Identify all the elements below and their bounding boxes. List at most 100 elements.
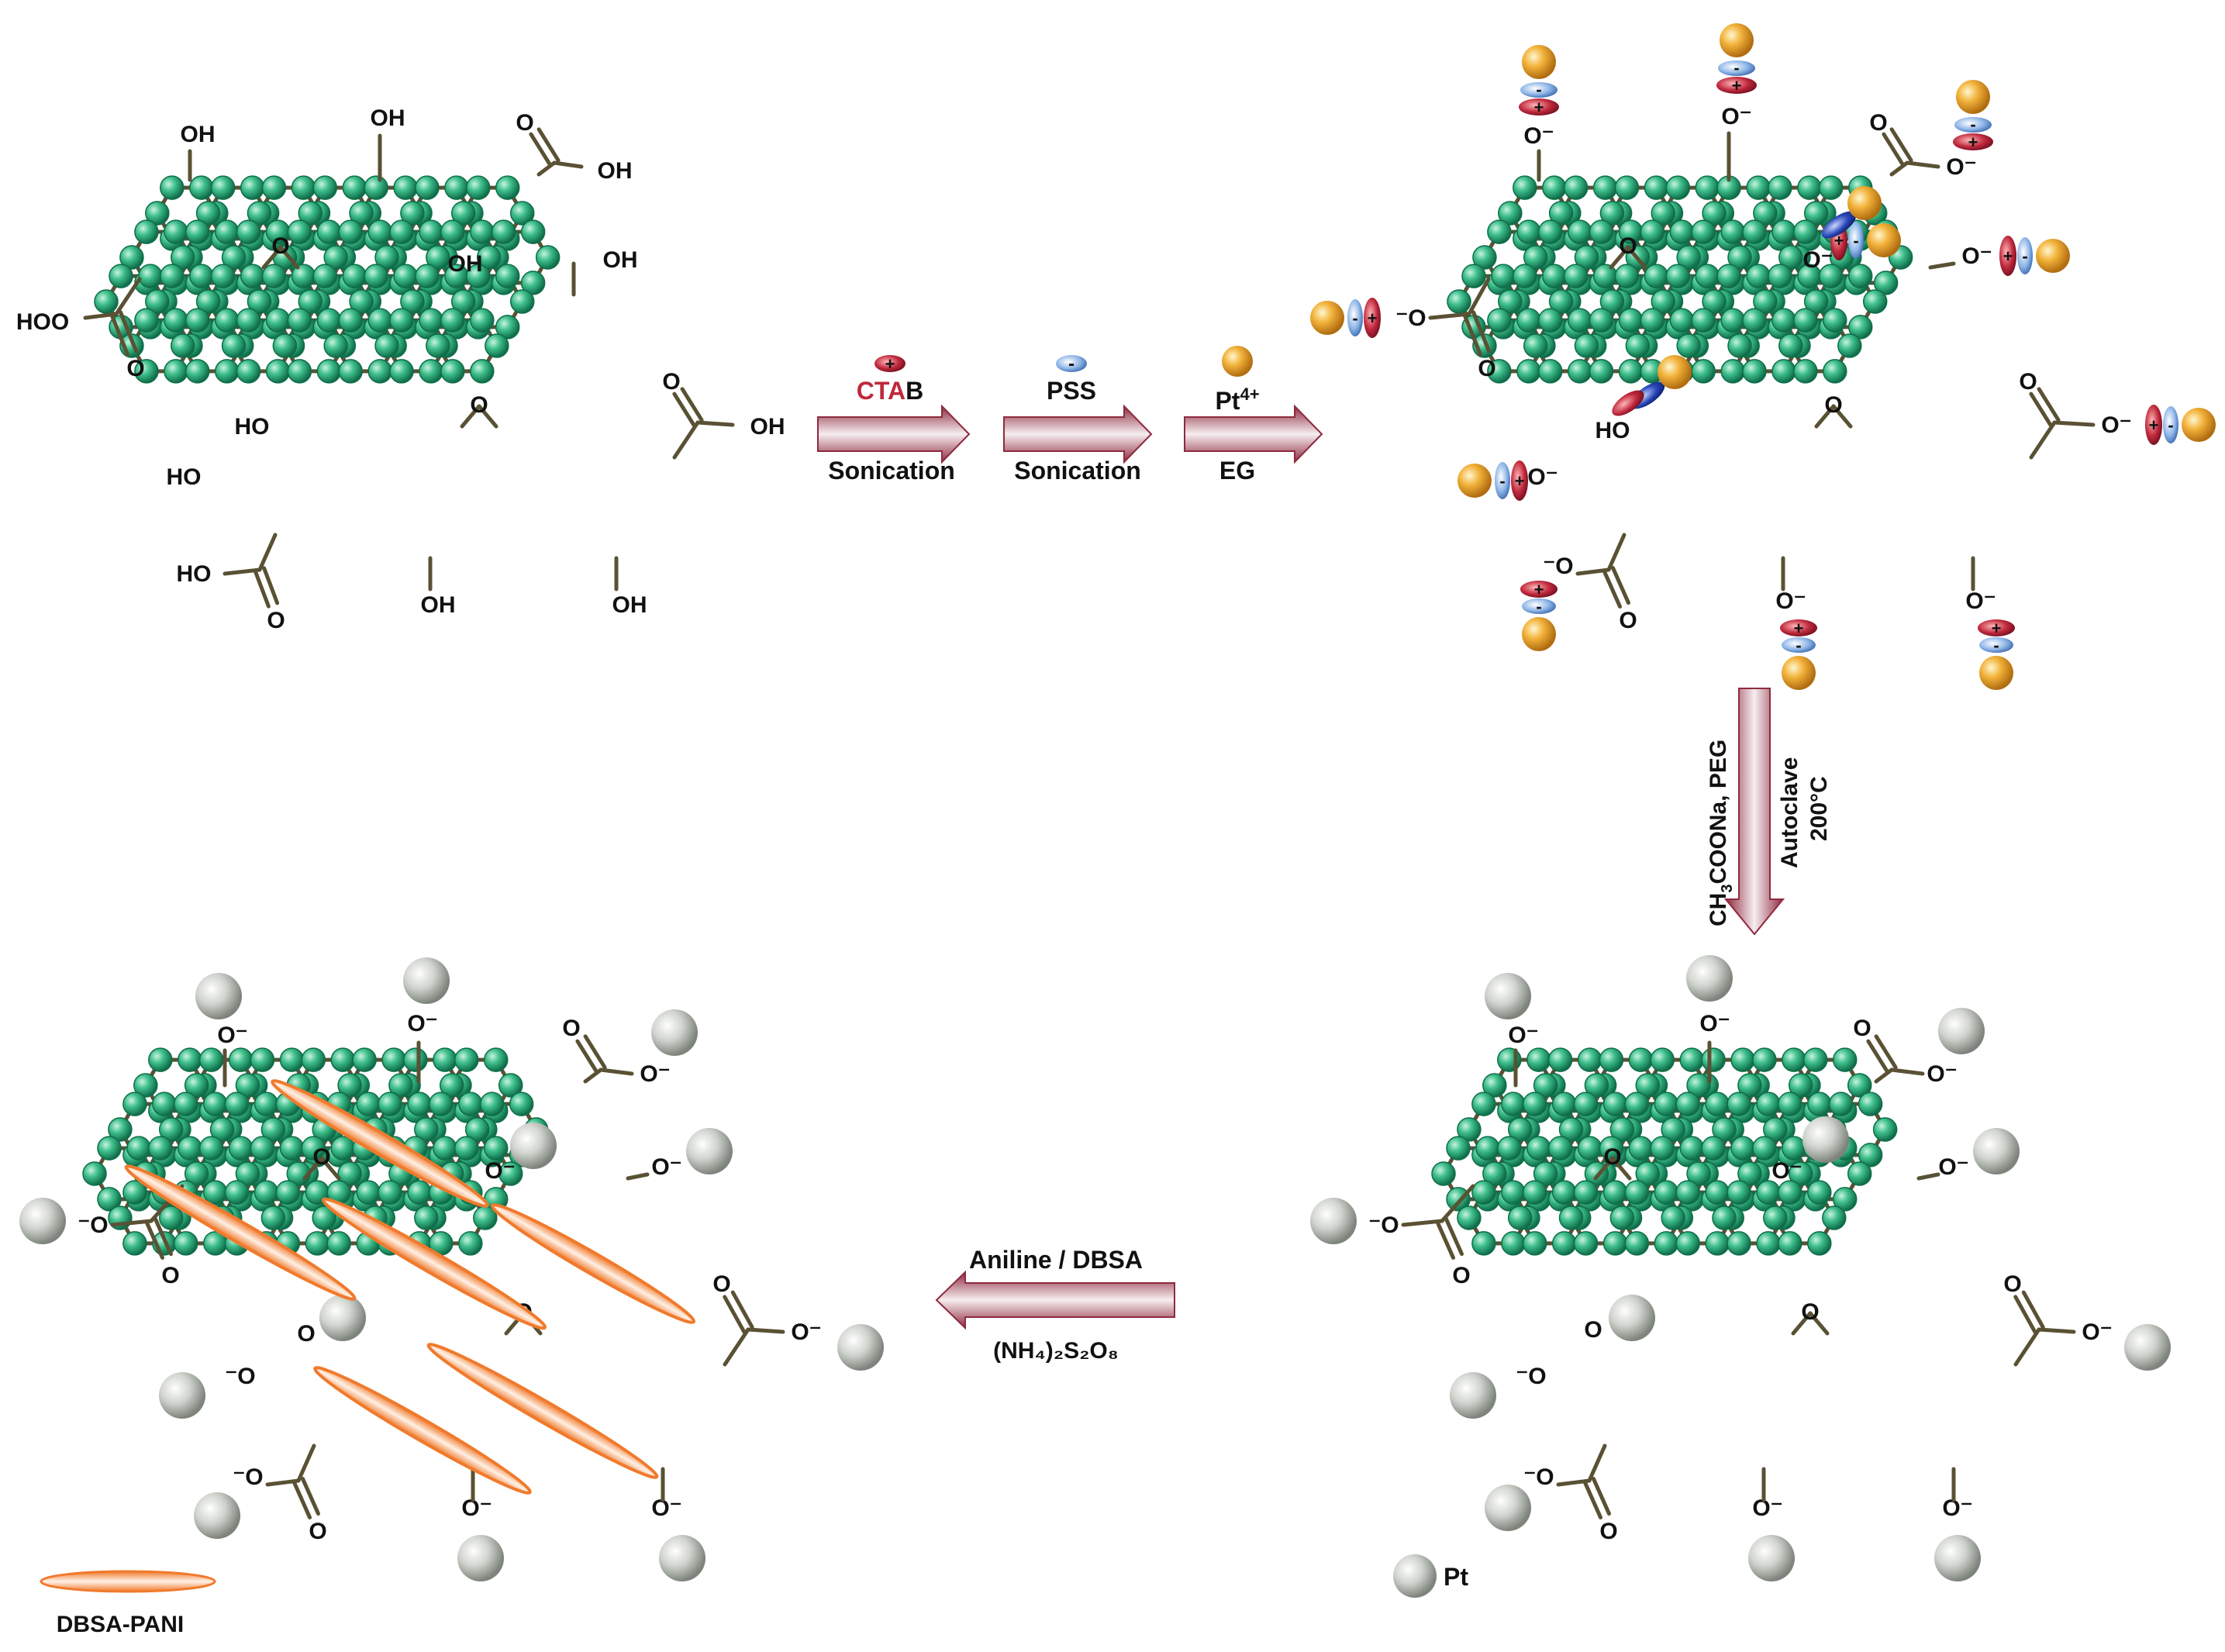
carbonyl-oxygen: O (662, 369, 680, 395)
carbon-atom (1624, 1231, 1650, 1256)
carbon-atom (260, 1205, 286, 1230)
ion-pair: +- (1953, 80, 1993, 152)
carbon-atom (148, 1047, 173, 1072)
bond (626, 1172, 650, 1181)
carbon-atom (323, 245, 348, 270)
temperature-label: 200°C (1806, 776, 1832, 841)
pt-particle (1720, 23, 1754, 57)
carbon-atom (164, 308, 188, 333)
carbon-atom (356, 1180, 381, 1205)
carbon-atom (1768, 264, 1792, 288)
carbon-atom (389, 359, 414, 384)
carbon-atom (479, 1092, 505, 1116)
carbon-atom (240, 175, 265, 200)
oxide-label: O⁻ (2101, 412, 2131, 438)
pss-anion-icon (1347, 299, 1363, 336)
double-bond (1591, 1477, 1611, 1516)
carbon-atom (260, 1117, 286, 1142)
pt-particle (2124, 1324, 2171, 1371)
epoxide-bond (278, 245, 300, 270)
carbon-atom (1577, 1047, 1602, 1072)
carbon-atom (235, 1161, 260, 1186)
double-bond (1444, 1217, 1464, 1257)
carbon-atom (1602, 1092, 1628, 1116)
carbon-atom (1558, 1117, 1584, 1142)
carbon-atom (1727, 245, 1752, 270)
carbonyl-oxygen: O (267, 608, 285, 633)
pt-particle (1802, 1116, 1849, 1163)
bond (2052, 420, 2096, 427)
carbon-atom (414, 1205, 439, 1230)
carbon-atom (407, 1180, 432, 1205)
carbon-atom (450, 289, 476, 314)
pt-particle (1522, 45, 1556, 79)
carbon-atom (82, 1161, 107, 1186)
carbon-atom (338, 359, 363, 384)
pss-anion-icon (1782, 637, 1816, 653)
pt-particle (2036, 239, 2070, 273)
carbon-atom (1644, 264, 1669, 288)
arrow-step-pt: Pt4+ EG (1184, 346, 1323, 485)
carbon-atom (1551, 1180, 1577, 1205)
carbon-atom (520, 271, 546, 295)
carbon-atom (1567, 359, 1592, 384)
double-bond (2029, 391, 2053, 427)
pt-particle (1938, 1008, 1985, 1054)
oxide-label: O⁻ (791, 1319, 821, 1345)
pani-rod (271, 1079, 489, 1208)
carbon-atom (1828, 1092, 1854, 1116)
epoxide-oxygen: O (1801, 1299, 1819, 1325)
epoxide-bond (477, 404, 498, 429)
carbon-atom (221, 333, 247, 358)
pss-anion-charge: - (1068, 354, 1075, 374)
carbon-atom (122, 1180, 147, 1205)
carbon-atom (1457, 1205, 1482, 1230)
carbon-atom (1567, 219, 1592, 244)
carbon-atom (1720, 219, 1745, 244)
oxide-label: O⁻ (217, 1023, 247, 1048)
ion-pair: +- (2145, 405, 2216, 445)
carbon-atom (1807, 1231, 1832, 1256)
double-bond (1874, 1034, 1898, 1070)
oxide-label: O⁻ (651, 1154, 681, 1180)
carbon-atom (1763, 1117, 1788, 1142)
hydroxyl-label: OH (371, 105, 405, 131)
carbon-atom (342, 175, 367, 200)
carbon-atom (1746, 175, 1771, 200)
carbon-atom (1522, 1180, 1547, 1205)
bond (1467, 277, 1491, 316)
ctab-cation-icon (1364, 298, 1381, 338)
reaction-arrow-5 (935, 1270, 1175, 1330)
carbon-atom (464, 1117, 490, 1142)
carbon-atom (1526, 1136, 1551, 1161)
carbon-atom (1526, 1047, 1551, 1072)
cation-charge: + (2003, 247, 2013, 266)
double-bond (2037, 387, 2061, 422)
carbon-atom (498, 1161, 523, 1186)
carbon-atom (1574, 333, 1599, 358)
bond (672, 420, 700, 460)
carbonyl-oxygen: O (516, 110, 533, 136)
carbon-atom (1628, 1136, 1654, 1161)
carbon-atom (1793, 308, 1818, 333)
pt-particle (1522, 617, 1556, 651)
oxide-label: O⁻ (1721, 104, 1751, 129)
carbon-atom (158, 1205, 184, 1230)
carbon-atom (109, 264, 133, 288)
carbon-atom (1516, 308, 1541, 333)
carbon-atom (1847, 1161, 1872, 1186)
carbon-atom (1763, 1205, 1788, 1230)
hydroxyl-label: OH (603, 247, 638, 273)
pss-anion-icon (2163, 406, 2178, 443)
carbonyl-oxygen: O (309, 1519, 326, 1544)
pt-particle (319, 1295, 366, 1341)
carbon-atom (298, 289, 323, 314)
carbon-atom (1727, 1231, 1751, 1256)
ctab-cation-icon (1978, 619, 2015, 636)
carbon-atom (470, 308, 495, 333)
anion-charge: - (2022, 247, 2027, 266)
pt-particle (1867, 223, 1901, 257)
pt-particle (159, 1372, 205, 1419)
carbon-atom (312, 264, 338, 288)
carbon-atom (1513, 175, 1537, 200)
